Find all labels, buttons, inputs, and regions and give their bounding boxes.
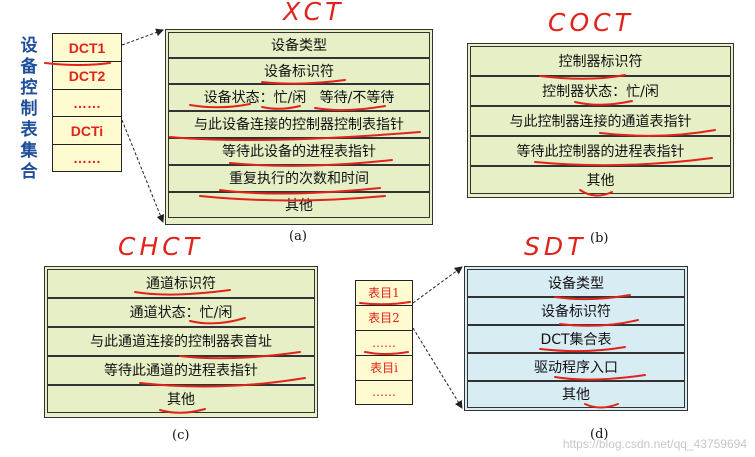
title-char: 设 [20, 36, 38, 56]
arrow-sdt-bottom [412, 327, 463, 409]
title-char: 集 [20, 141, 38, 161]
sdt-stack-item: 表目1 [356, 281, 412, 306]
sdt-row: 设备类型 [467, 269, 685, 297]
caption-c: (c) [172, 428, 190, 443]
red-annotations [44, 62, 716, 414]
arrow-sdt-top [412, 266, 463, 304]
chct-row: 通道状态：忙/闲 [47, 298, 315, 327]
handwritten-sdt: SDT [524, 232, 587, 261]
dct-row: 重复执行的次数和时间 [168, 165, 430, 192]
sdt-stack: 表目1 表目2 …… 表目i …… [355, 280, 413, 405]
handwritten-chct: CHCT [118, 232, 203, 261]
caption-d: (d) [590, 427, 609, 442]
chct-row: 其他 [47, 385, 315, 413]
handwritten-xct: XCT [283, 0, 345, 26]
sdt-row: 驱动程序入口 [467, 353, 685, 381]
sdt-stack-item: …… [356, 331, 412, 356]
title-char: 备 [20, 57, 38, 77]
title-char: 表 [20, 120, 38, 140]
dct-table: 设备类型 设备标识符 设备状态：忙/闲 等待/不等待 与此设备连接的控制器控制表… [165, 29, 433, 225]
sdt-row: 其他 [467, 381, 685, 408]
coct-row: 其他 [470, 166, 731, 194]
caption-b: (b) [590, 231, 609, 246]
sdt-stack-item: 表目i [356, 356, 412, 381]
chct-row: 等待此通道的进程表指针 [47, 356, 315, 385]
chct-row: 通道标识符 [47, 269, 315, 298]
title-char: 制 [20, 99, 38, 119]
dct-row: 与此设备连接的控制器控制表指针 [168, 111, 430, 138]
chct-table: 通道标识符 通道状态：忙/闲 与此通道连接的控制器表首址 等待此通道的进程表指针… [44, 266, 318, 418]
dct-stack-item: …… [53, 90, 121, 117]
dct-stack-item: DCT2 [53, 62, 121, 90]
sdt-stack-item: …… [372, 385, 396, 399]
device-control-table-set-title: 设 备 控 制 表 集 合 [19, 36, 39, 183]
handwritten-coct: COCT [548, 8, 634, 37]
dct-stack-item: DCTi [53, 117, 121, 145]
coct-table: 控制器标识符 控制器状态：忙/闲 与此控制器连接的通道表指针 等待此控制器的进程… [467, 43, 734, 198]
title-char: 控 [20, 78, 38, 98]
coct-row: 控制器状态：忙/闲 [470, 76, 731, 106]
dct-stack: DCT1 DCT2 …… DCTi …… [52, 33, 122, 172]
arrow-dct-top [121, 28, 164, 46]
arrow-dct-bottom [121, 119, 165, 223]
title-char: 合 [20, 162, 38, 182]
dct-stack-item: …… [73, 150, 101, 166]
dct-stack-item: DCT1 [53, 34, 121, 62]
sdt-table: 设备类型 设备标识符 DCT集合表 驱动程序入口 其他 [464, 266, 688, 411]
sdt-row: 设备标识符 [467, 297, 685, 325]
watermark: https://blog.csdn.net/qq_43759694 [562, 437, 747, 451]
caption-a: (a) [289, 229, 307, 244]
coct-row: 控制器标识符 [470, 46, 731, 76]
sdt-stack-item: 表目2 [356, 306, 412, 331]
coct-row: 与此控制器连接的通道表指针 [470, 106, 731, 136]
dct-row: 设备类型 [168, 32, 430, 58]
